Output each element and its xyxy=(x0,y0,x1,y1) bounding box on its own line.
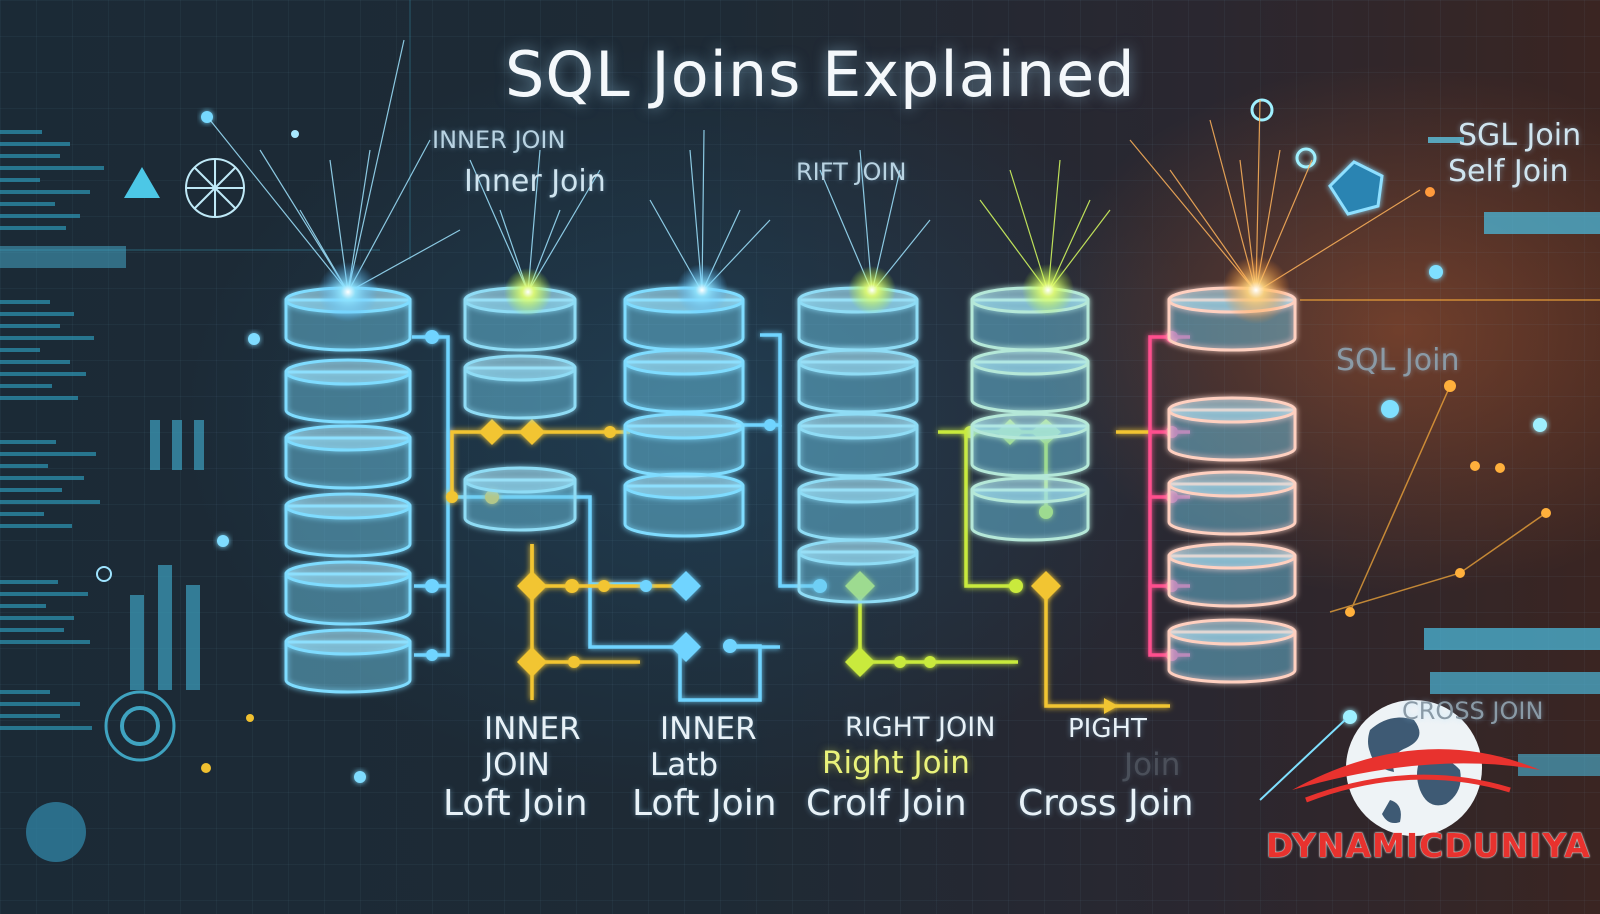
database-cylinder xyxy=(623,472,745,538)
database-cylinder xyxy=(1167,542,1297,608)
bottom-col1-line2: JOIN xyxy=(484,747,550,783)
database-cylinder xyxy=(463,354,577,420)
database-cylinder xyxy=(1167,618,1297,684)
logo-text-right: DUNIYA xyxy=(1444,826,1591,865)
label-sql-join: SQL Join xyxy=(1336,343,1460,378)
bottom-col3-line1: RIGHT JOIN xyxy=(845,712,996,743)
label-self-join-side: Self Join xyxy=(1448,154,1569,189)
database-stacks xyxy=(284,286,1297,694)
logo-globe xyxy=(1292,700,1540,836)
database-cylinder xyxy=(797,412,919,478)
triangle-icon xyxy=(124,167,160,198)
database-cylinder xyxy=(797,538,919,604)
left-code-panel xyxy=(0,130,126,730)
light-bursts xyxy=(209,39,1421,293)
database-cylinder xyxy=(970,476,1090,542)
database-cylinder xyxy=(284,424,412,490)
database-cylinder xyxy=(1167,470,1297,536)
database-cylinder xyxy=(284,560,412,626)
database-cylinder xyxy=(797,348,919,414)
decorative-left-widgets xyxy=(0,0,411,862)
bottom-col1-line3: Loft Join xyxy=(443,783,588,824)
burst-glows xyxy=(318,256,1290,324)
bottom-col4-line2: Join xyxy=(1124,747,1181,783)
decorative-right-widgets xyxy=(1250,98,1600,801)
bottom-col4-line3: Cross Join xyxy=(1018,783,1194,824)
database-cylinder xyxy=(284,358,412,424)
gear-icon xyxy=(104,690,176,762)
bottom-col2-line2: Latb xyxy=(650,747,719,783)
database-cylinder xyxy=(797,476,919,542)
database-cylinder xyxy=(284,492,412,558)
bottom-col2-line3: Loft Join xyxy=(632,783,777,824)
database-cylinder xyxy=(284,628,412,694)
database-cylinder xyxy=(970,348,1090,414)
label-sgl-join-side: SGL Join xyxy=(1458,118,1582,153)
label-inner-join-caps: INNER JOIN xyxy=(432,126,566,154)
page-title: SQL Joins Explained xyxy=(505,38,1136,111)
database-cylinder xyxy=(623,412,745,478)
label-right-join: RIFT JOIN xyxy=(796,158,907,186)
bottom-col3-line2: Right Join xyxy=(822,745,970,781)
database-cylinder xyxy=(970,412,1090,478)
bottom-col4-line1: PIGHT xyxy=(1068,714,1147,744)
bottom-col3-line3: Crolf Join xyxy=(806,783,967,824)
database-cylinder xyxy=(463,466,577,532)
database-cylinder xyxy=(623,348,745,414)
orb-icon xyxy=(26,802,86,862)
label-cross-join-side: CROSS JOIN xyxy=(1402,697,1544,725)
wheel-icon xyxy=(185,158,245,218)
logo-text-left: DYNAMIC xyxy=(1266,826,1445,865)
brand-logo-text: DYNAMICDUNIYA xyxy=(1266,826,1591,865)
label-inner-join: Inner Join xyxy=(464,164,606,199)
database-cylinder xyxy=(1167,396,1297,462)
bottom-col2-line1: INNER xyxy=(660,711,757,747)
bottom-col1-line1: INNER xyxy=(484,711,581,747)
gem-icon xyxy=(1328,160,1384,216)
